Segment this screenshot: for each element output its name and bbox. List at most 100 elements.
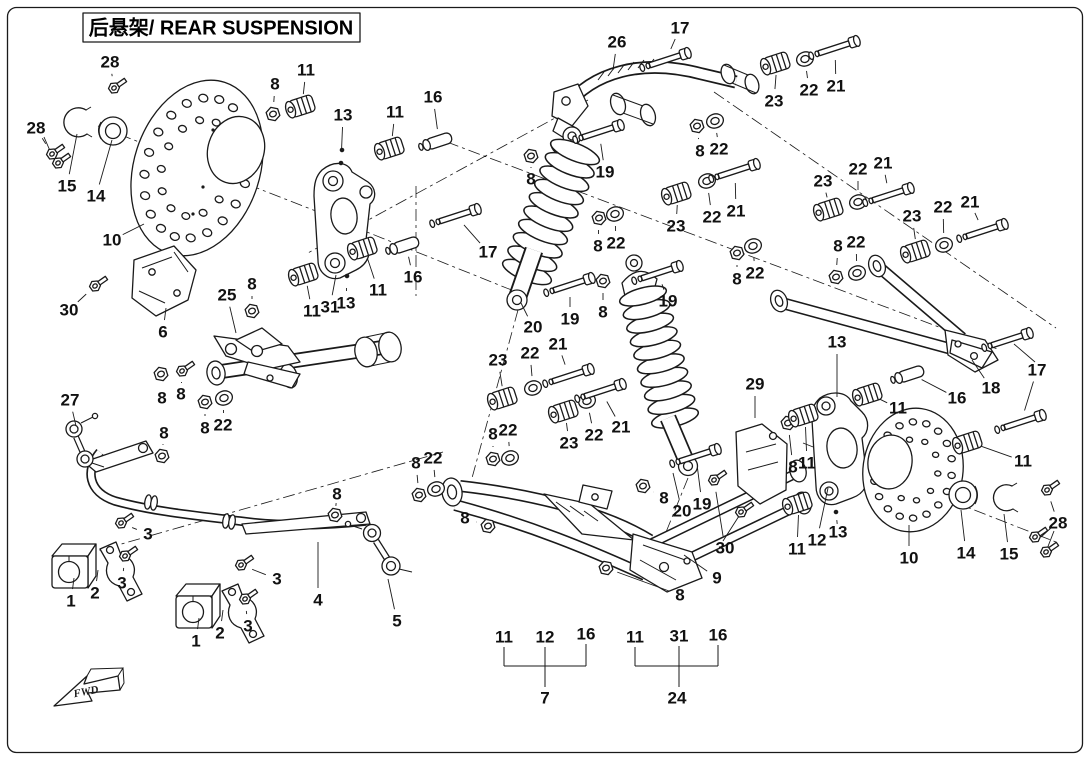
callout-8: 8 [833, 237, 842, 256]
callout-20: 20 [524, 318, 543, 337]
callout-30: 30 [716, 539, 735, 558]
callout-2: 2 [215, 624, 224, 643]
callout-8: 8 [157, 389, 166, 408]
callout-19: 19 [561, 310, 580, 329]
callout-8: 8 [200, 419, 209, 438]
right-knuckle [812, 393, 868, 505]
callout-13: 13 [829, 523, 848, 542]
callout-8: 8 [732, 270, 741, 289]
callout-8: 8 [159, 424, 168, 443]
callout-10: 10 [900, 549, 919, 568]
callout-21: 21 [961, 193, 980, 212]
callout-17: 17 [479, 243, 498, 262]
callout-19: 19 [693, 495, 712, 514]
callout-11: 11 [386, 103, 404, 122]
callout-6: 6 [158, 323, 167, 342]
callout-22: 22 [746, 264, 765, 283]
callout-22: 22 [607, 234, 626, 253]
callout-14: 14 [957, 544, 976, 563]
callout-22: 22 [703, 208, 722, 227]
callout-25: 25 [218, 286, 237, 305]
callout-13: 13 [828, 333, 847, 352]
callout-19: 19 [596, 163, 615, 182]
sway-bar-bushing-1b [176, 584, 220, 628]
left-wheel-bearing [99, 117, 128, 145]
callout-28: 28 [101, 53, 120, 72]
callout-19: 19 [659, 292, 678, 311]
callout-2: 2 [90, 584, 99, 603]
callout-21: 21 [612, 418, 631, 437]
callout-1: 1 [66, 592, 75, 611]
callout-11: 11 [626, 628, 644, 647]
callout-5: 5 [392, 612, 401, 631]
callout-8: 8 [460, 509, 469, 528]
callout-21: 21 [727, 202, 746, 221]
callout-4: 4 [313, 591, 323, 610]
callout-12: 12 [808, 531, 827, 550]
callout-8: 8 [270, 75, 279, 94]
callout-9: 9 [712, 569, 721, 588]
callout-13: 13 [334, 106, 353, 125]
callout-14: 14 [87, 187, 106, 206]
callout-8: 8 [411, 454, 420, 473]
callout-8: 8 [695, 142, 704, 161]
callout-16: 16 [424, 88, 443, 107]
callout-22: 22 [521, 344, 540, 363]
callout-17: 17 [1028, 361, 1047, 380]
callout-26: 26 [608, 33, 627, 52]
title-box: 后悬架/ REAR SUSPENSION [83, 13, 360, 42]
callout-16: 16 [577, 625, 596, 644]
callout-1: 1 [191, 632, 200, 651]
callout-20: 20 [673, 502, 692, 521]
callout-8: 8 [176, 385, 185, 404]
callout-8: 8 [659, 489, 668, 508]
callout-28: 28 [1049, 514, 1068, 533]
callout-11: 11 [369, 281, 387, 300]
callout-23: 23 [560, 434, 579, 453]
callout-24: 24 [668, 689, 687, 708]
callout-16: 16 [948, 389, 967, 408]
callout-15: 15 [1000, 545, 1019, 564]
callout-8: 8 [247, 275, 256, 294]
callout-3: 3 [143, 525, 152, 544]
callout-11: 11 [889, 399, 907, 418]
callout-3: 3 [117, 574, 126, 593]
callout-13: 13 [337, 294, 356, 313]
callout-8: 8 [593, 237, 602, 256]
callout-23: 23 [765, 92, 784, 111]
callout-21: 21 [874, 154, 893, 173]
callout-12: 12 [536, 628, 555, 647]
callout-31: 31 [670, 627, 689, 646]
callout-21: 21 [549, 335, 568, 354]
callout-11: 11 [303, 302, 321, 321]
callout-10: 10 [103, 231, 122, 250]
callout-11: 11 [798, 454, 816, 473]
callout-8: 8 [332, 485, 341, 504]
callout-11: 11 [788, 540, 806, 559]
callout-22: 22 [849, 160, 868, 179]
callout-8: 8 [788, 458, 797, 477]
callout-8: 8 [526, 170, 535, 189]
callout-27: 27 [61, 391, 80, 410]
callout-22: 22 [800, 81, 819, 100]
callout-29: 29 [746, 375, 765, 394]
callout-11: 11 [495, 628, 513, 647]
callout-30: 30 [60, 301, 79, 320]
callout-17: 17 [671, 19, 690, 38]
callout-22: 22 [847, 233, 866, 252]
callout-22: 22 [499, 421, 518, 440]
callout-21: 21 [827, 77, 846, 96]
callout-11: 11 [297, 61, 315, 80]
callout-23: 23 [814, 172, 833, 191]
callout-22: 22 [710, 140, 729, 159]
callout-22: 22 [424, 449, 443, 468]
callout-28: 28 [27, 119, 46, 138]
callout-22: 22 [214, 416, 233, 435]
callout-23: 23 [667, 217, 686, 236]
callout-16: 16 [709, 626, 728, 645]
callout-3: 3 [272, 570, 281, 589]
callout-11: 11 [1014, 452, 1032, 471]
callout-7: 7 [540, 689, 549, 708]
